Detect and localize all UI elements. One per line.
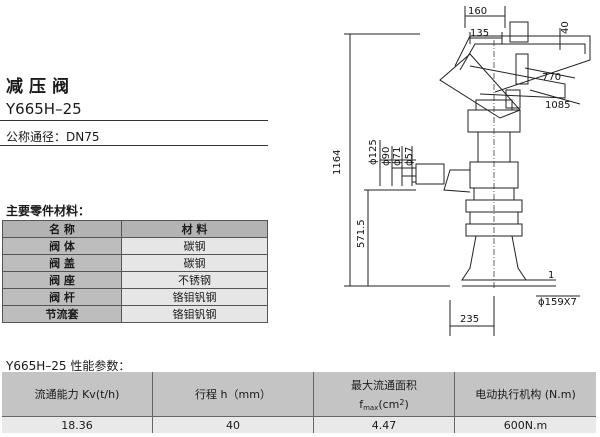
dim-571-5: 571.5 [356, 219, 367, 248]
part-material: 不锈钢 [121, 271, 268, 289]
dim-1164: 1164 [332, 150, 343, 175]
value-actuator: 600N.m [454, 416, 596, 433]
table-row: 阀 杆 铬钼钒钢 [2, 288, 268, 306]
part-material: 碳钢 [121, 254, 268, 272]
table-row: 阀 盖 碳钢 [2, 254, 268, 272]
part-material: 铬钼钒钢 [121, 288, 268, 306]
value-kv: 18.36 [2, 416, 153, 433]
table-header-row: 流通能力 Kv(t/h) 行程 h（mm） 最大流通面积 fmax(cm2) 电… [2, 372, 596, 417]
dim-phi90: ϕ90 [381, 147, 392, 166]
part-name: 阀 座 [2, 271, 122, 289]
divider [0, 145, 268, 146]
header-stroke: 行程 h（mm） [152, 372, 314, 417]
header-area-line1: 最大流通面积 [351, 378, 417, 392]
part-name: 阀 体 [2, 237, 122, 255]
part-name: 节流套 [2, 305, 122, 323]
performance-table: 流通能力 Kv(t/h) 行程 h（mm） 最大流通面积 fmax(cm2) 电… [2, 372, 596, 433]
dim-1085: 1085 [545, 100, 570, 111]
table-row: 18.36 40 4.47 600N.m [2, 416, 596, 433]
header-area-line2: fmax(cm2) [359, 397, 409, 412]
valve-technical-drawing: 160 135 40 770 1085 1164 571.5 ϕ125 ϕ90 … [332, 6, 591, 336]
dim-160: 160 [468, 6, 487, 17]
dim-phi71: ϕ71 [392, 147, 403, 166]
performance-section-title: Y665H–25 性能参数： [6, 359, 131, 373]
value-area: 4.47 [313, 416, 455, 433]
dim-phi125: ϕ125 [368, 139, 379, 165]
table-row: 阀 体 碳钢 [2, 237, 268, 255]
table-header-row: 名 称 材 料 [2, 220, 268, 238]
nominal-diameter: 公称通径：DN75 [6, 130, 100, 144]
dim-phi57: ϕ57 [404, 147, 415, 166]
header-area: 最大流通面积 fmax(cm2) [313, 372, 455, 417]
header-actuator: 电动执行机构 (N.m) [454, 372, 596, 417]
divider [0, 120, 268, 121]
column-header-material: 材 料 [121, 220, 268, 238]
column-header-name: 名 称 [2, 220, 122, 238]
table-row: 阀 座 不锈钢 [2, 271, 268, 289]
dim-135: 135 [470, 28, 489, 39]
dim-770: 770 [542, 72, 561, 83]
value-stroke: 40 [152, 416, 314, 433]
product-title: 减压阀 [6, 77, 75, 97]
dim-phi159: ϕ159X7 [538, 297, 577, 308]
materials-table: 名 称 材 料 阀 体 碳钢 阀 盖 碳钢 阀 座 不锈钢 阀 杆 铬钼钒钢 节… [2, 220, 268, 323]
dim-40: 40 [560, 21, 571, 34]
part-name: 阀 盖 [2, 254, 122, 272]
dim-235: 235 [460, 314, 479, 325]
part-material: 铬钼钒钢 [121, 305, 268, 323]
part-name: 阀 杆 [2, 288, 122, 306]
dim-1: 1 [548, 270, 554, 281]
header-kv: 流通能力 Kv(t/h) [2, 372, 153, 417]
materials-section-title: 主要零件材料： [6, 204, 91, 218]
table-row: 节流套 铬钼钒钢 [2, 305, 268, 323]
part-material: 碳钢 [121, 237, 268, 255]
model-number: Y665H–25 [6, 100, 82, 118]
